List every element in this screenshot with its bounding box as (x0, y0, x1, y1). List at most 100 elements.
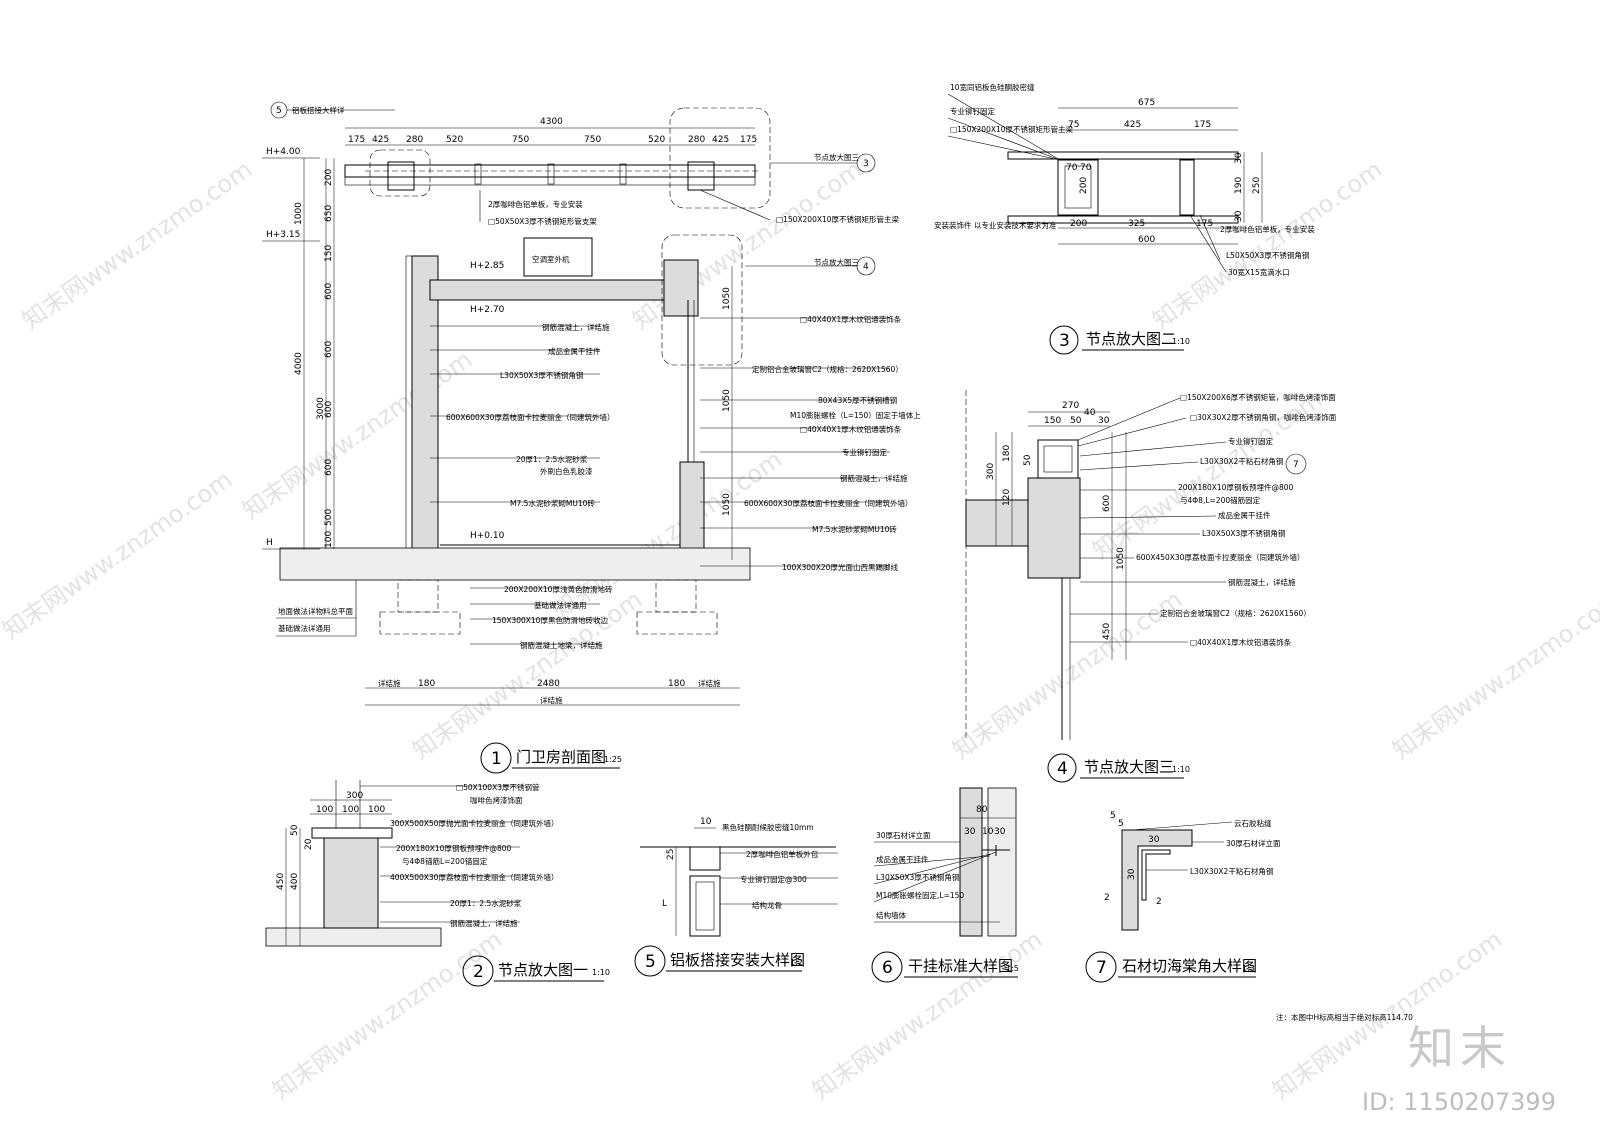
svg-text:3000: 3000 (316, 397, 326, 420)
svg-text:70: 70 (1066, 163, 1078, 173)
svg-text:钢筋混凝土地梁，详结施: 钢筋混凝土地梁，详结施 (520, 640, 603, 650)
svg-text:180: 180 (418, 679, 435, 689)
svg-text:100: 100 (316, 805, 333, 815)
drawing-1-section: 4300 175 425 280 520 750 750 520 280 425… (262, 101, 921, 774)
svg-text:600: 600 (324, 341, 334, 358)
svg-text:L30X50X3厚不锈钢角钢: L30X50X3厚不锈钢角钢 (1202, 528, 1285, 538)
title-3-number: 3 (1059, 331, 1070, 351)
svg-text:200: 200 (1079, 177, 1089, 194)
svg-text:地面做法详物料总平面: 地面做法详物料总平面 (278, 606, 353, 616)
svg-text:L30X50X3厚不锈钢角钢: L30X50X3厚不锈钢角钢 (876, 872, 959, 882)
svg-text:外刷白色乳胶漆: 外刷白色乳胶漆 (540, 466, 593, 476)
svg-text:结构墙体: 结构墙体 (876, 910, 906, 920)
svg-text:M10膨胀螺栓固定,L=150: M10膨胀螺栓固定,L=150 (876, 890, 964, 900)
svg-text:□40X40X1厚木纹铝通装饰条: □40X40X1厚木纹铝通装饰条 (800, 314, 902, 324)
svg-text:详结施: 详结施 (378, 678, 401, 688)
svg-text:专业铆钉固定: 专业铆钉固定 (1228, 436, 1273, 446)
svg-text:300: 300 (986, 463, 996, 480)
svg-text:30: 30 (1234, 210, 1244, 222)
callout-4-label: 节点放大图三 (814, 257, 859, 267)
canopy-bottom-flange (344, 176, 756, 186)
level-marks: H+4.00 H+3.15 H+2.85 H+2.70 H+0.10 H (262, 147, 505, 550)
title-1-scale: 1:25 (604, 755, 622, 764)
svg-text:30宽X15宽滴水口: 30宽X15宽滴水口 (1228, 267, 1290, 277)
drawing-5-aluminum-lap: 25 L 10 黑色硅酮耐候胶密缝10mm 2厚咖啡色铝单板外包 专业铆钉固定@… (634, 817, 838, 977)
svg-text:详结施: 详结施 (540, 695, 563, 705)
svg-text:100X300X20厚光面山西黑踢脚线: 100X300X20厚光面山西黑踢脚线 (782, 562, 898, 572)
svg-text:180: 180 (668, 679, 685, 689)
svg-text:450: 450 (1102, 623, 1112, 640)
svg-text:L50X50X3厚不锈钢角钢: L50X50X3厚不锈钢角钢 (1226, 250, 1309, 260)
watermark-diagonal: 知末网www.znzmo.com (17, 155, 257, 335)
svg-text:325: 325 (1128, 219, 1145, 229)
note-right-top: □150X200X10厚不锈钢矩形管主梁 (776, 214, 900, 224)
svg-text:L: L (662, 899, 667, 909)
tube-150x200 (1037, 439, 1079, 479)
svg-text:175: 175 (1196, 219, 1213, 229)
svg-text:M10膨胀螺栓（L=150）固定于墙体上: M10膨胀螺栓（L=150）固定于墙体上 (790, 410, 921, 420)
svg-text:2: 2 (1104, 893, 1110, 903)
dim-top-total: 4300 (540, 117, 563, 127)
notes-d6: 30厚石材详立面 成品金属干挂件 L30X50X3厚不锈钢角钢 M10膨胀螺栓固… (876, 830, 964, 920)
svg-text:□40X40X1厚木纹铝通装饰条: □40X40X1厚木纹铝通装饰条 (1190, 637, 1292, 647)
svg-text:75: 75 (1068, 120, 1079, 130)
footing-right (636, 611, 718, 635)
svg-text:□150X200X10厚不锈钢矩形管主梁: □150X200X10厚不锈钢矩形管主梁 (950, 124, 1074, 134)
svg-text:H+4.00: H+4.00 (266, 147, 301, 157)
title-3-scale: 1:10 (1172, 337, 1190, 346)
svg-text:10: 10 (700, 817, 712, 827)
svg-text:20: 20 (304, 838, 314, 850)
svg-text:200X180X10厚钢板预埋件@800: 200X180X10厚钢板预埋件@800 (1178, 482, 1293, 492)
note-top-2: □50X50X3厚不锈钢矩形管支架 (488, 216, 597, 226)
svg-text:50: 50 (1023, 454, 1033, 466)
title-5-scale: 1:2 (790, 958, 803, 967)
svg-text:400: 400 (290, 873, 300, 890)
title-6-number: 6 (882, 958, 893, 978)
svg-text:专业铆钉固定@300: 专业铆钉固定@300 (740, 874, 807, 884)
notes-d5: 黑色硅酮耐候胶密缝10mm 2厚咖啡色铝单板外包 专业铆钉固定@300 结构龙骨 (722, 822, 819, 910)
svg-text:30厚石材详立面: 30厚石材详立面 (876, 830, 931, 840)
detail-circle-4 (661, 234, 743, 366)
svg-text:30厚石材详立面: 30厚石材详立面 (1226, 838, 1281, 848)
watermark-diagonal: 知末网www.znzmo.com (267, 925, 507, 1105)
svg-text:100: 100 (342, 805, 359, 815)
svg-text:30: 30 (1234, 152, 1244, 164)
callout-3-label: 节点放大图三 (814, 152, 859, 162)
svg-text:定制铝合金玻璃窗C2（规格：2620X1560）: 定制铝合金玻璃窗C2（规格：2620X1560） (1160, 608, 1311, 618)
callout-4-number: 4 (863, 262, 869, 272)
callout-7-number: 7 (1293, 460, 1299, 470)
roof-slab (429, 279, 697, 301)
svg-text:300: 300 (346, 791, 363, 801)
svg-text:600: 600 (1102, 495, 1112, 512)
svg-text:750: 750 (512, 135, 529, 145)
svg-text:H: H (266, 538, 273, 548)
svg-text:150X300X10厚黑色防滑地砖收边: 150X300X10厚黑色防滑地砖收边 (492, 615, 608, 625)
drawing-7-stone-corner: 5 5 30 30 2 2 云石胶粘缝 30厚石材详立面 L30X30X2干粘石… (1085, 811, 1281, 983)
svg-text:1050: 1050 (722, 389, 732, 412)
svg-text:1050: 1050 (1116, 547, 1126, 570)
svg-text:1050: 1050 (722, 493, 732, 516)
svg-text:425: 425 (712, 135, 729, 145)
notes-d3: 10宽同铝板色硅酮胶密缝 专业铆钉固定 □150X200X10厚不锈钢矩形管主梁… (934, 82, 1315, 277)
svg-text:520: 520 (648, 135, 665, 145)
svg-text:80: 80 (976, 805, 988, 815)
svg-text:270: 270 (1062, 401, 1079, 411)
svg-text:175: 175 (740, 135, 757, 145)
svg-text:5: 5 (1118, 819, 1124, 829)
svg-text:150: 150 (1044, 416, 1061, 426)
pier (323, 837, 379, 929)
svg-text:2: 2 (1156, 897, 1162, 907)
title-2-scale: 1:10 (592, 968, 610, 977)
svg-text:5: 5 (1110, 811, 1116, 821)
title-1-bubble (480, 742, 512, 774)
svg-text:520: 520 (446, 135, 463, 145)
left-dims: 1000 4000 3000 200 650 150 600 600 600 6… (294, 169, 334, 548)
footnote: 注：本图中H标高相当于绝对标高114.70 (1276, 1012, 1413, 1022)
svg-text:150: 150 (324, 245, 334, 262)
svg-text:20厚1：2.5水泥砂浆: 20厚1：2.5水泥砂浆 (450, 898, 522, 908)
svg-text:钢筋混凝土，详结施: 钢筋混凝土，详结施 (1228, 577, 1296, 587)
title-1-number: 1 (491, 749, 502, 769)
structural-wall (987, 787, 1017, 937)
svg-text:M7.5水泥砂浆砌MU10砖: M7.5水泥砂浆砌MU10砖 (510, 498, 595, 508)
svg-text:25: 25 (666, 849, 676, 860)
